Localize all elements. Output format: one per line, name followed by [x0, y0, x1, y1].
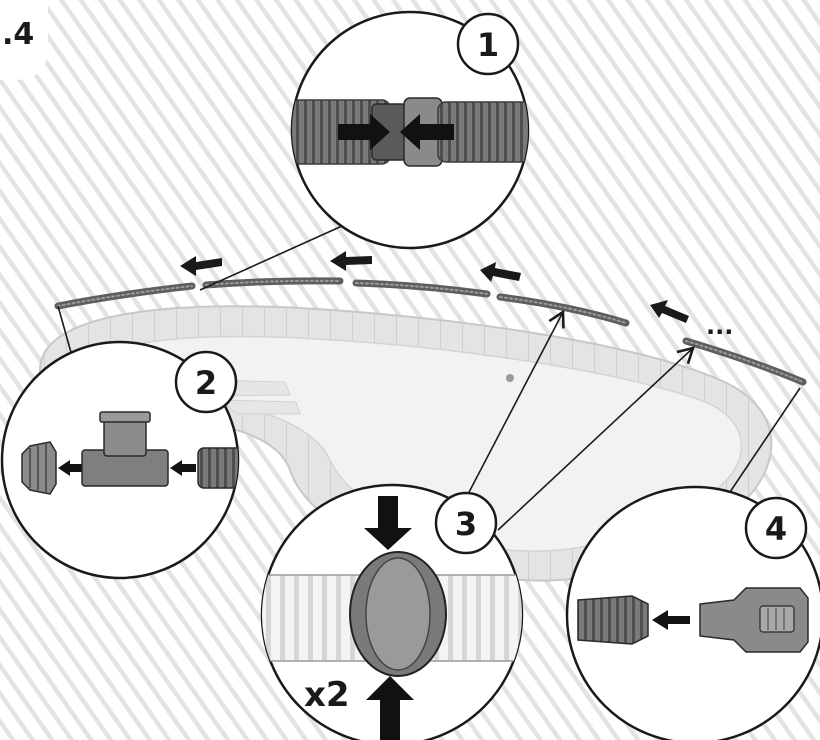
continuation-mark: ... — [706, 312, 733, 340]
clamp-ring-face — [365, 557, 431, 671]
direction-arrow-3 — [480, 262, 521, 282]
step-badge: .4 — [0, 0, 48, 80]
callout-1-number: 1 — [477, 26, 499, 64]
leader-line-1 — [199, 225, 343, 291]
leader-line-2 — [57, 305, 73, 357]
callout-3: x2 3 — [260, 483, 524, 740]
multiplier-label: x2 — [304, 675, 350, 715]
arrow-plug — [58, 460, 84, 476]
pool-inlet — [506, 374, 514, 382]
adapter-grip — [759, 605, 795, 633]
arrow-hose — [170, 460, 196, 476]
direction-arrow-1 — [180, 256, 222, 276]
callout-2-number: 2 — [195, 364, 217, 402]
callout-1-badge — [456, 12, 520, 76]
direction-arrow-2 — [330, 251, 372, 271]
callout-2: 2 — [0, 340, 240, 580]
hose-end-ribbed — [577, 595, 649, 645]
direction-arrow-4 — [650, 300, 689, 323]
callout-3-number: 3 — [455, 505, 477, 543]
plug-fitting — [21, 441, 57, 495]
callout-4-number: 4 — [765, 510, 787, 548]
callout-2-badge — [174, 350, 238, 414]
hose-segment-3-ribs — [355, 282, 488, 295]
direction-arrows — [180, 251, 689, 323]
hose-segments — [54, 277, 807, 386]
callout-4: 4 — [565, 485, 820, 740]
callout-1: 1 — [290, 10, 530, 250]
leader-lines — [57, 225, 801, 531]
squeeze-arrow-up — [366, 676, 414, 740]
hose-segment-4-ribs — [499, 296, 627, 324]
leader-line-4 — [729, 387, 801, 493]
arrow-adapter — [652, 610, 690, 630]
push-arrow-left — [400, 114, 454, 150]
push-arrow-right — [338, 114, 390, 150]
hose-stub — [197, 447, 238, 489]
hose-segment-5-ribs — [685, 340, 804, 383]
hose-segment-1-ribs — [57, 285, 193, 307]
step-label: .4 — [2, 17, 34, 52]
adapter-fitting — [699, 587, 809, 653]
callout-4-badge — [744, 496, 808, 560]
leader-line-3a — [465, 309, 565, 499]
callout-3-badge — [434, 491, 498, 555]
tee-cap — [99, 411, 151, 423]
leader-line-3b — [497, 346, 695, 531]
squeeze-arrow-down — [364, 496, 412, 550]
hose-segment-2-ribs — [205, 279, 341, 286]
